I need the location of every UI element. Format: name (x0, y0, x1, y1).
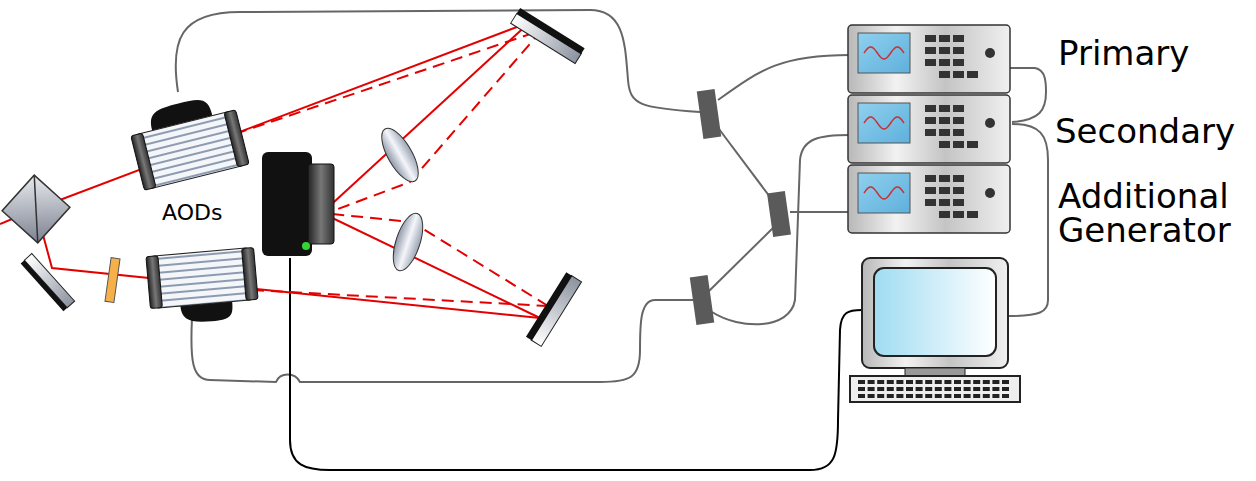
camera (262, 152, 334, 256)
beam-splitter-cube (2, 175, 70, 243)
signal-generator (848, 25, 1010, 93)
beam (322, 213, 540, 318)
cable (716, 125, 776, 205)
waveplate (105, 258, 120, 303)
cable (176, 10, 700, 112)
generator-label: Additional Generator (1058, 179, 1250, 247)
cable (1008, 124, 1048, 316)
generator-label: Secondary (1055, 114, 1235, 148)
mirror (21, 254, 75, 312)
signal-generator (848, 95, 1010, 163)
mirror (511, 8, 585, 64)
laser-beams (0, 22, 548, 318)
mirror (526, 272, 582, 346)
cables (176, 10, 1048, 470)
part-label: AODs (162, 202, 222, 224)
cable (708, 225, 776, 292)
beam (322, 22, 530, 213)
aod (146, 247, 260, 326)
beam (235, 30, 542, 134)
generator-label: Primary (1058, 36, 1189, 70)
cable (712, 135, 850, 324)
splitter (697, 89, 722, 139)
signal-generator (848, 165, 1010, 233)
splitter (690, 275, 715, 325)
splitter (767, 191, 791, 237)
camera-cable (290, 258, 862, 470)
cable (1010, 68, 1046, 122)
computer (850, 258, 1020, 402)
lens (375, 123, 426, 187)
cable (191, 300, 696, 382)
deflected-beams (235, 30, 548, 306)
signal-generators (848, 25, 1010, 233)
beam (252, 290, 548, 306)
beam (322, 213, 548, 306)
aod (126, 90, 249, 190)
lens (387, 210, 428, 274)
cable (718, 55, 850, 100)
splitters (690, 89, 791, 325)
beam (322, 30, 542, 215)
